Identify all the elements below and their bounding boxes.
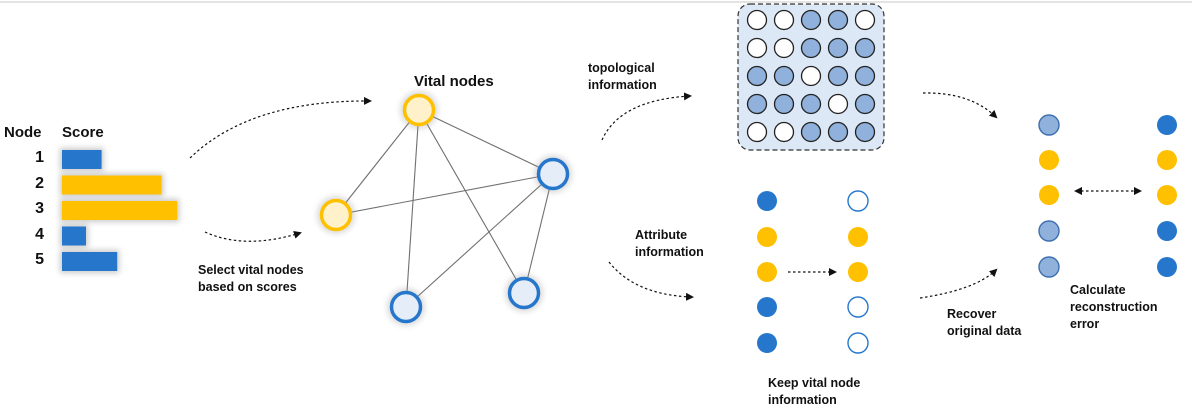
- matrix-cell: [827, 37, 849, 59]
- original-dot: [1157, 257, 1177, 277]
- reconstructed-dot: [1039, 150, 1059, 170]
- attribute-columns: [757, 190, 869, 354]
- graph-node-right: [536, 157, 570, 191]
- graph-edge: [405, 173, 554, 308]
- node-id-5: 5: [35, 251, 44, 268]
- graph-node-left: [319, 198, 353, 232]
- original-dot: [1157, 115, 1177, 135]
- attribute-information-label: Attribute information: [635, 228, 704, 259]
- arrow-recover: [919, 268, 998, 299]
- matrix-cell: [746, 93, 768, 115]
- attribute-dot-right: [848, 262, 868, 282]
- topology-matrix: [737, 3, 885, 151]
- matrix-cell: [773, 65, 795, 87]
- matrix-cell: [827, 121, 849, 143]
- matrix-cell: [854, 121, 876, 143]
- score-bars: [60, 148, 180, 273]
- matrix-cell: [854, 37, 876, 59]
- score-header: Score: [62, 124, 104, 141]
- flow-arrows: [189, 92, 1142, 301]
- graph-edge: [405, 109, 420, 308]
- graph-edge: [418, 109, 525, 294]
- arrow-to-vital-nodes: [189, 96, 372, 159]
- matrix-cell: [854, 65, 876, 87]
- node-id-3: 3: [35, 200, 44, 217]
- matrix-cell: [773, 93, 795, 115]
- matrix-cell: [800, 37, 822, 59]
- matrix-cell: [827, 9, 849, 31]
- graph-node-top: [402, 93, 436, 127]
- matrix-cell: [746, 9, 768, 31]
- recover-original-data-label: Recover original data: [947, 307, 1022, 338]
- attribute-dot-right: [847, 296, 869, 318]
- attribute-dot-right: [847, 190, 869, 212]
- original-dot: [1157, 185, 1177, 205]
- attribute-dot-left: [757, 333, 777, 353]
- original-dot: [1157, 150, 1177, 170]
- reconstructed-dot: [1038, 220, 1060, 242]
- matrix-cell: [746, 121, 768, 143]
- attribute-dot-left: [757, 227, 777, 247]
- matrix-cell: [800, 65, 822, 87]
- graph-edge: [523, 173, 554, 294]
- score-bar-node-3: [62, 201, 178, 220]
- reconstructed-dot: [1038, 256, 1060, 278]
- graph-node-bottom-right: [507, 276, 541, 310]
- attribute-dot-left: [757, 297, 777, 317]
- topological-information-label: topological information: [588, 61, 657, 92]
- matrix-cell: [773, 121, 795, 143]
- arrow-topological: [601, 92, 692, 141]
- matrix-cell: [854, 9, 876, 31]
- node-id-4: 4: [35, 225, 44, 243]
- arrow-attribute: [608, 261, 694, 301]
- arrow-select-vital-nodes: [204, 230, 302, 242]
- matrix-cell: [746, 37, 768, 59]
- node-header: Node: [4, 124, 42, 141]
- score-bar-node-1: [62, 150, 102, 169]
- score-bar-node-5: [62, 252, 118, 271]
- matrix-cell: [746, 65, 768, 87]
- node-id-1: 1: [35, 149, 44, 166]
- original-dot: [1157, 221, 1177, 241]
- graph-edge: [335, 173, 554, 216]
- attribute-dot-right: [848, 227, 868, 247]
- reconstruction-columns: [1038, 114, 1177, 278]
- arrow-matrix-to-reconstruction: [922, 92, 998, 119]
- matrix-cell: [827, 93, 849, 115]
- score-bar-node-4: [62, 226, 86, 246]
- calculate-reconstruction-error-label: Calculate reconstruction error: [1070, 283, 1158, 331]
- graph-node-bottom-left: [389, 290, 423, 324]
- node-id-2: 2: [35, 174, 44, 192]
- matrix-cell: [773, 37, 795, 59]
- reconstructed-dot: [1039, 185, 1059, 205]
- select-vital-nodes-label: Select vital nodes based on scores: [198, 263, 304, 294]
- reconstructed-dot: [1038, 114, 1060, 136]
- score-bar-node-2: [62, 175, 162, 195]
- matrix-cell: [800, 93, 822, 115]
- keep-vital-node-information-label: Keep vital node information: [768, 376, 861, 407]
- matrix-cell: [827, 65, 849, 87]
- graph-edge: [418, 109, 554, 175]
- vital-nodes-title: Vital nodes: [414, 73, 494, 90]
- vital-node-graph: [317, 91, 572, 326]
- attribute-dot-left: [757, 262, 777, 282]
- graph-edge: [335, 109, 420, 216]
- matrix-cell: [854, 93, 876, 115]
- attribute-dot-right: [847, 332, 869, 354]
- matrix-cell: [773, 9, 795, 31]
- attribute-dot-left: [757, 191, 777, 211]
- matrix-cell: [800, 9, 822, 31]
- matrix-cell: [800, 121, 822, 143]
